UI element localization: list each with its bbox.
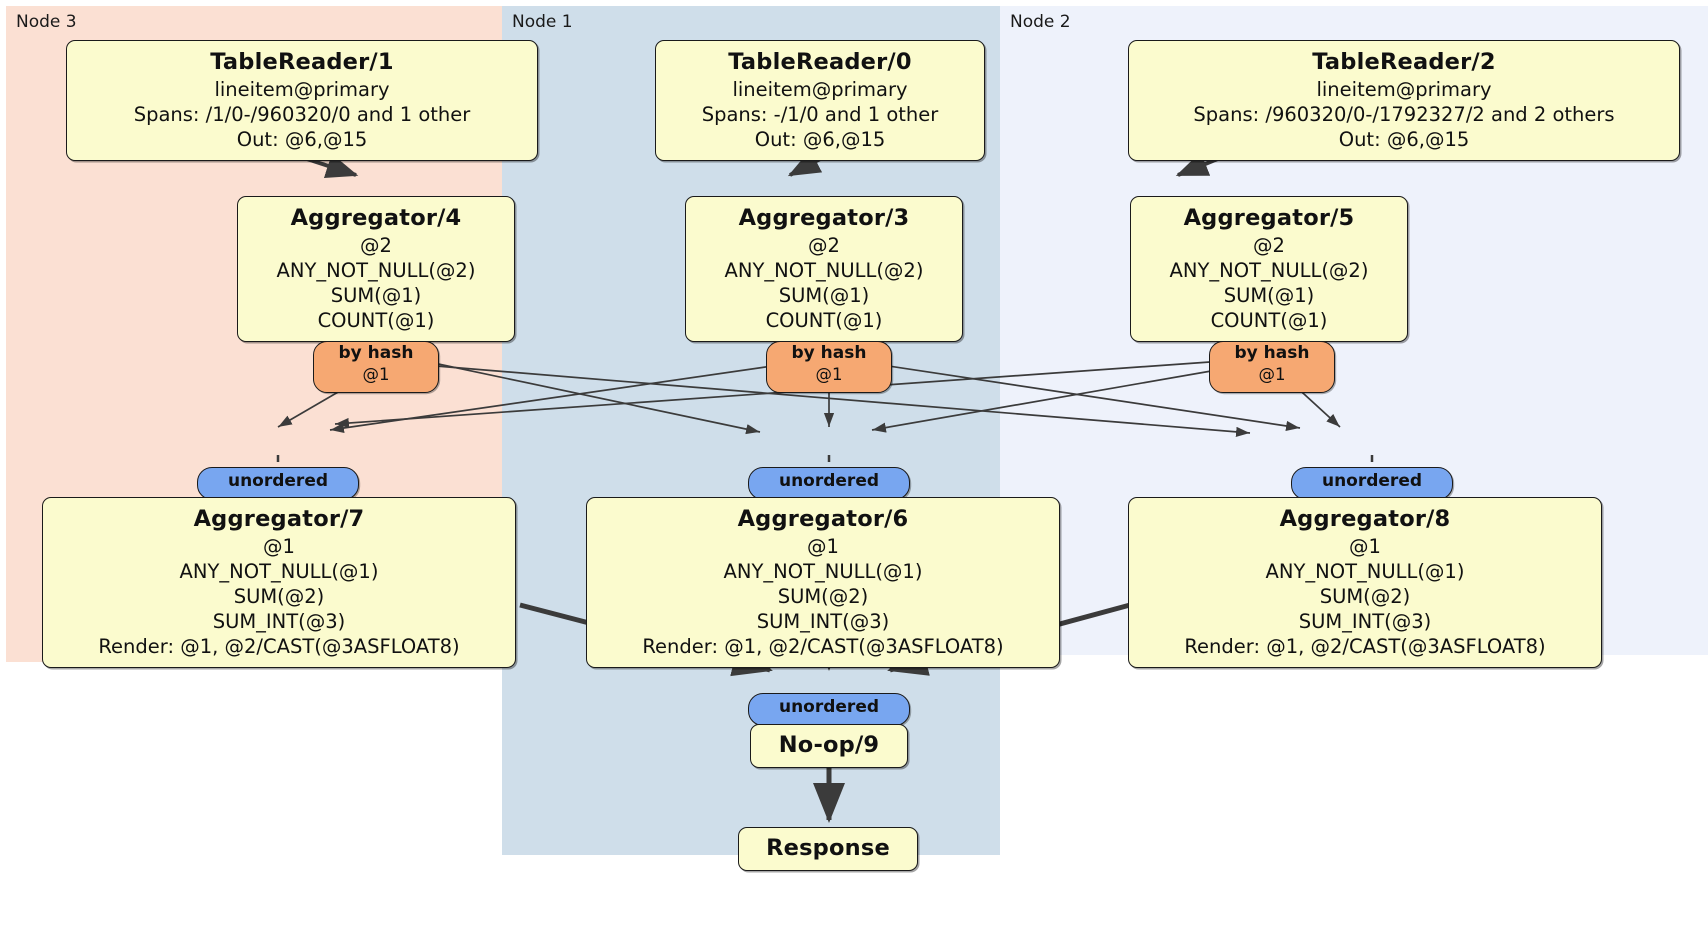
processor-line: SUM(@1) bbox=[778, 284, 870, 307]
processor-title: Aggregator/4 bbox=[290, 205, 462, 231]
processor-aggregator-7[interactable]: Aggregator/7 @1 ANY_NOT_NULL(@1) SUM(@2)… bbox=[42, 497, 516, 668]
router-sub: @1 bbox=[815, 365, 843, 384]
processor-line: ANY_NOT_NULL(@2) bbox=[276, 259, 476, 282]
synchronizer-label: unordered bbox=[227, 471, 329, 491]
router-label: by hash bbox=[791, 343, 867, 363]
processor-line: ANY_NOT_NULL(@2) bbox=[1169, 259, 1369, 282]
processor-line: Spans: /960320/0-/1792327/2 and 2 others bbox=[1193, 103, 1615, 126]
processor-title: TableReader/1 bbox=[210, 49, 394, 75]
processor-line: COUNT(@1) bbox=[1210, 309, 1328, 332]
processor-aggregator-4[interactable]: Aggregator/4 @2 ANY_NOT_NULL(@2) SUM(@1)… bbox=[237, 196, 515, 342]
processor-line: @2 bbox=[360, 234, 392, 257]
synchronizer-label: unordered bbox=[778, 471, 880, 491]
synchronizer-unordered-final[interactable]: unordered bbox=[748, 693, 910, 726]
region-node3-label: Node 3 bbox=[16, 12, 77, 32]
processor-line: lineitem@primary bbox=[1316, 78, 1492, 101]
synchronizer-unordered-left[interactable]: unordered bbox=[197, 467, 359, 500]
synchronizer-unordered-center[interactable]: unordered bbox=[748, 467, 910, 500]
processor-line: SUM(@2) bbox=[233, 585, 325, 608]
region-node1-label: Node 1 bbox=[512, 12, 573, 32]
processor-title: Aggregator/7 bbox=[193, 506, 365, 532]
processor-line: lineitem@primary bbox=[732, 78, 908, 101]
router-sub: @1 bbox=[1258, 365, 1286, 384]
processor-aggregator-8[interactable]: Aggregator/8 @1 ANY_NOT_NULL(@1) SUM(@2)… bbox=[1128, 497, 1602, 668]
processor-line: ANY_NOT_NULL(@2) bbox=[724, 259, 924, 282]
processor-line: Out: @6,@15 bbox=[1338, 128, 1470, 151]
processor-line: SUM_INT(@3) bbox=[1298, 610, 1432, 633]
synchronizer-unordered-right[interactable]: unordered bbox=[1291, 467, 1453, 500]
processor-title: Aggregator/5 bbox=[1183, 205, 1355, 231]
processor-tablereader-1[interactable]: TableReader/1 lineitem@primary Spans: /1… bbox=[66, 40, 538, 161]
processor-noop-9[interactable]: No-op/9 bbox=[750, 724, 908, 768]
processor-line: SUM_INT(@3) bbox=[212, 610, 346, 633]
router-by-hash-center[interactable]: by hash @1 bbox=[766, 341, 892, 393]
processor-line: @2 bbox=[1253, 234, 1285, 257]
processor-aggregator-5[interactable]: Aggregator/5 @2 ANY_NOT_NULL(@2) SUM(@1)… bbox=[1130, 196, 1408, 342]
processor-line: SUM(@2) bbox=[1319, 585, 1411, 608]
synchronizer-label: unordered bbox=[1321, 471, 1423, 491]
router-label: by hash bbox=[338, 343, 414, 363]
processor-line: @1 bbox=[1349, 535, 1381, 558]
router-label: by hash bbox=[1234, 343, 1310, 363]
region-node2-label: Node 2 bbox=[1010, 12, 1071, 32]
processor-title: TableReader/2 bbox=[1312, 49, 1496, 75]
router-by-hash-right[interactable]: by hash @1 bbox=[1209, 341, 1335, 393]
processor-line: ANY_NOT_NULL(@1) bbox=[179, 560, 379, 583]
processor-line: Spans: /1/0-/960320/0 and 1 other bbox=[133, 103, 471, 126]
processor-line: Render: @1, @2/CAST(@3ASFLOAT8) bbox=[642, 635, 1004, 658]
synchronizer-label: unordered bbox=[778, 697, 880, 717]
processor-aggregator-3[interactable]: Aggregator/3 @2 ANY_NOT_NULL(@2) SUM(@1)… bbox=[685, 196, 963, 342]
processor-line: @1 bbox=[263, 535, 295, 558]
processor-line: SUM(@1) bbox=[1223, 284, 1315, 307]
processor-line: @1 bbox=[807, 535, 839, 558]
processor-line: COUNT(@1) bbox=[317, 309, 435, 332]
processor-line: SUM_INT(@3) bbox=[756, 610, 890, 633]
processor-title: Response bbox=[766, 835, 890, 861]
processor-title: Aggregator/6 bbox=[737, 506, 909, 532]
processor-line: Out: @6,@15 bbox=[754, 128, 886, 151]
processor-title: TableReader/0 bbox=[728, 49, 912, 75]
processor-line: @2 bbox=[808, 234, 840, 257]
processor-title: Aggregator/8 bbox=[1279, 506, 1451, 532]
processor-line: lineitem@primary bbox=[214, 78, 390, 101]
processor-aggregator-6[interactable]: Aggregator/6 @1 ANY_NOT_NULL(@1) SUM(@2)… bbox=[586, 497, 1060, 668]
processor-response[interactable]: Response bbox=[738, 827, 918, 871]
processor-tablereader-2[interactable]: TableReader/2 lineitem@primary Spans: /9… bbox=[1128, 40, 1680, 161]
processor-title: No-op/9 bbox=[778, 732, 880, 758]
router-by-hash-left[interactable]: by hash @1 bbox=[313, 341, 439, 393]
processor-line: Spans: -/1/0 and 1 other bbox=[701, 103, 939, 126]
processor-line: Out: @6,@15 bbox=[236, 128, 368, 151]
processor-tablereader-0[interactable]: TableReader/0 lineitem@primary Spans: -/… bbox=[655, 40, 985, 161]
processor-line: SUM(@2) bbox=[777, 585, 869, 608]
processor-line: Render: @1, @2/CAST(@3ASFLOAT8) bbox=[98, 635, 460, 658]
processor-line: Render: @1, @2/CAST(@3ASFLOAT8) bbox=[1184, 635, 1546, 658]
processor-line: COUNT(@1) bbox=[765, 309, 883, 332]
processor-line: ANY_NOT_NULL(@1) bbox=[723, 560, 923, 583]
processor-title: Aggregator/3 bbox=[738, 205, 910, 231]
processor-line: SUM(@1) bbox=[330, 284, 422, 307]
router-sub: @1 bbox=[362, 365, 390, 384]
processor-line: ANY_NOT_NULL(@1) bbox=[1265, 560, 1465, 583]
